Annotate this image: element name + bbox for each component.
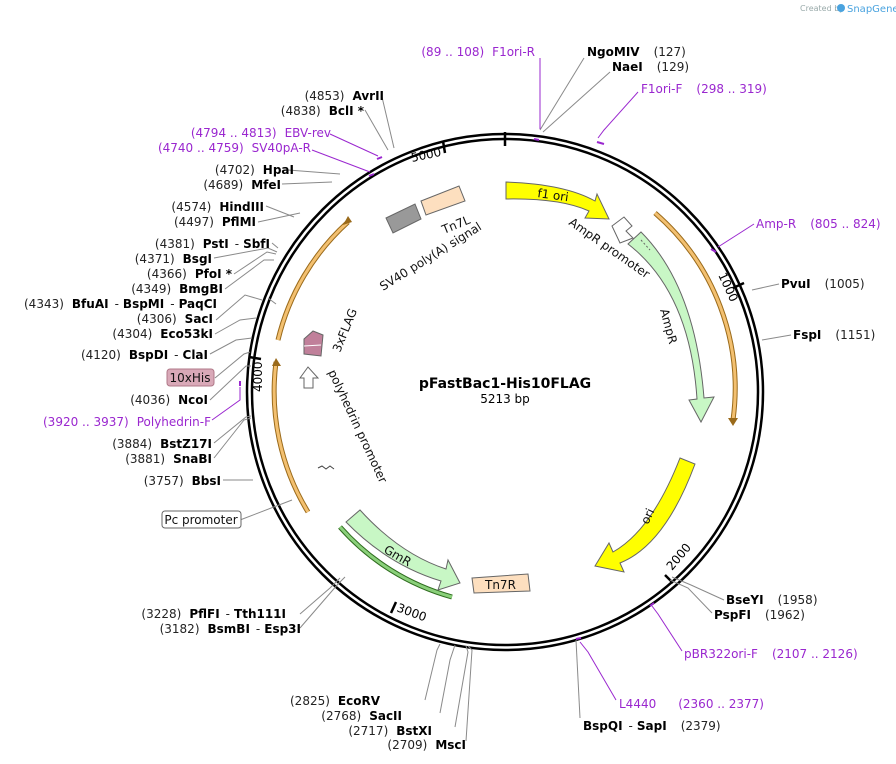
enzyme-bcli[interactable]: (4838)BclI *	[281, 104, 365, 118]
feature-ori[interactable]: ori	[594, 457, 696, 573]
plasmid-backbone	[245, 132, 765, 652]
watermark-created-by: Created by	[800, 4, 844, 13]
enzyme-pflfi-tth111i[interactable]: (3228)PflFI-Tth111I	[141, 607, 286, 621]
enzyme-avrii[interactable]: (4853)AvrII	[305, 89, 384, 103]
enzyme-sacii[interactable]: (2768)SacII	[321, 709, 402, 723]
enzyme-bsgi[interactable]: (4371)BsgI	[135, 252, 212, 266]
tick-3000: 3000	[395, 601, 428, 625]
label-f1ori: f1 ori	[537, 186, 570, 204]
primer-f1ori-f[interactable]: F1ori-F(298 .. 319)	[641, 82, 767, 96]
enzyme-mfei[interactable]: (4689)MfeI	[203, 178, 281, 192]
primer-leader-lines	[211, 58, 755, 701]
enzyme-hpai[interactable]: (4702)HpaI	[215, 163, 294, 177]
enzyme-fspi[interactable]: FspI(1151)	[793, 328, 875, 342]
primer-polyhedrin-f[interactable]: (3920 .. 3937)Polyhedrin-F	[43, 415, 211, 429]
enzyme-psti-sbfi[interactable]: (4381)PstI-SbfI	[155, 237, 270, 251]
cis-element-icon	[317, 465, 335, 470]
primer-l4440[interactable]: L4440(2360 .. 2377)	[619, 697, 764, 711]
enzyme-bmgbi[interactable]: (4349)BmgBI	[131, 282, 223, 296]
enzyme-bspdi-clai[interactable]: (4120)BspDI-ClaI	[81, 348, 208, 362]
enzyme-ngomiv[interactable]: NgoMIV(127)	[587, 45, 686, 59]
label-tn7r: Tn7R	[484, 578, 516, 592]
callout-10xhis-label: 10xHis	[170, 371, 211, 385]
snapgene-logo-icon	[837, 4, 845, 12]
enzyme-bfuai-bspmi-paqci[interactable]: (4343)BfuAI-BspMI-PaqCI	[24, 297, 217, 311]
enzyme-ncoi[interactable]: (4036)NcoI	[130, 393, 208, 407]
feature-f1ori[interactable]: f1 ori	[505, 181, 610, 220]
label-3xflag: 3xFLAG	[330, 306, 360, 354]
snapgene-watermark: Created by SnapGene	[800, 4, 896, 15]
enzyme-hindiii[interactable]: (4574)HindIII	[171, 200, 264, 214]
label-ampr: AmpR	[657, 307, 680, 345]
callout-10xhis[interactable]: 10xHis	[166, 368, 215, 387]
enzyme-pspfi[interactable]: PspFI(1962)	[714, 608, 805, 622]
label-polyhedrin: polyhedrin promoter	[325, 367, 390, 485]
enzyme-bbsi[interactable]: (3757)BbsI	[144, 474, 221, 488]
watermark-brand: SnapGene	[847, 4, 896, 15]
enzyme-ecorv[interactable]: (2825)EcoRV	[290, 694, 381, 708]
enzyme-pflmi[interactable]: (4497)PflMI	[174, 215, 256, 229]
feature-polyhedrin-promoter[interactable]: polyhedrin promoter	[299, 366, 390, 485]
plasmid-size: 5213 bp	[480, 392, 530, 406]
plasmid-name: pFastBac1-His10FLAG	[419, 376, 591, 392]
label-ori: ori	[638, 506, 657, 526]
enzyme-saci[interactable]: (4306)SacI	[137, 312, 213, 326]
enzyme-bstz17i[interactable]: (3884)BstZ17I	[112, 437, 212, 451]
callout-pc-promoter[interactable]: Pc promoter	[161, 510, 242, 529]
primer-amp-r[interactable]: Amp-R(805 .. 824)	[756, 217, 881, 231]
enzyme-bspqi-sapi[interactable]: BspQI-SapI(2379)	[583, 719, 721, 733]
feature-3xflag[interactable]: 3xFLAG	[303, 306, 360, 357]
primer-ebv-rev[interactable]: (4794 .. 4813)EBV-rev	[191, 126, 331, 140]
orf-arcs	[271, 211, 738, 600]
enzyme-snabi[interactable]: (3881)SnaBI	[125, 452, 212, 466]
enzyme-pfoi[interactable]: (4366)PfoI *	[147, 267, 233, 281]
primer-marks	[239, 138, 717, 640]
enzyme-eco53ki[interactable]: (4304)Eco53kI	[112, 327, 213, 341]
feature-tn7r[interactable]: Tn7R	[471, 573, 531, 594]
enzyme-naei[interactable]: NaeI(129)	[612, 60, 689, 74]
enzyme-pvui[interactable]: PvuI(1005)	[781, 277, 865, 291]
enzyme-bsmbi-esp3i[interactable]: (3182)BsmBI-Esp3I	[160, 622, 301, 636]
enzyme-leader-lines	[209, 57, 792, 742]
tick-2000: 2000	[664, 541, 694, 573]
tick-4000: 4000	[251, 361, 265, 392]
enzyme-bseyi[interactable]: BseYI(1958)	[726, 593, 818, 607]
callout-pc-promoter-label: Pc promoter	[164, 513, 237, 527]
enzyme-bstxi[interactable]: (2717)BstXI	[348, 724, 432, 738]
primer-sv40pa-r[interactable]: (4740 .. 4759)SV40pA-R	[158, 141, 311, 155]
primer-f1ori-r[interactable]: (89 .. 108)F1ori-R	[421, 45, 535, 59]
primer-pbr322ori-f[interactable]: pBR322ori-F(2107 .. 2126)	[684, 647, 858, 661]
enzyme-msci[interactable]: (2709)MscI	[387, 738, 466, 752]
tick-5000: 5000	[410, 145, 443, 165]
